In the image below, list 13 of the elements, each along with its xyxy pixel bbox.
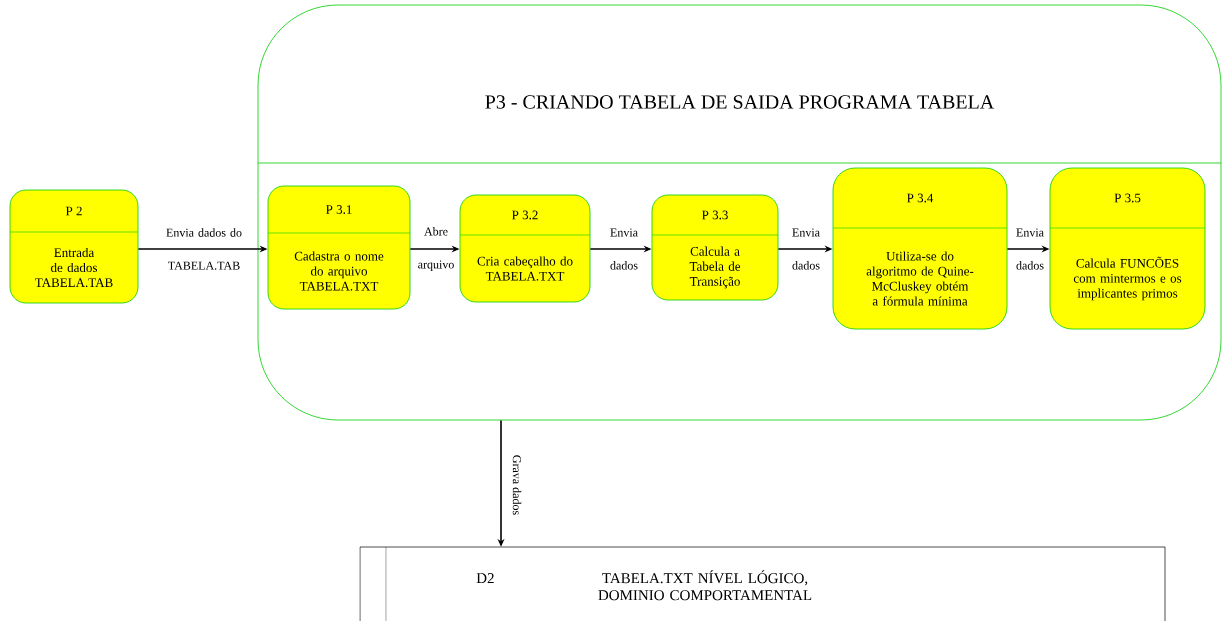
edge-label: Grava dados	[512, 455, 522, 515]
process-box: P 2 Entrada de dados TABELA.TAB	[9, 189, 139, 304]
process-box: P 3.1 Cadastra o nome do arquivo TABELA.TXT	[267, 185, 411, 310]
process-box: P 3.2 Cria cabeçalho do TABELA.TXT	[459, 194, 591, 303]
edge-label: Abre arquivo	[418, 227, 454, 271]
edge-label: Envia dados	[610, 228, 638, 270]
process-box: P 3.3 Calcula a Tabela de Transição	[651, 194, 779, 301]
edge-label: Envia dados	[1016, 228, 1044, 270]
edge-label: Envia dados do TABELA.TAB	[166, 228, 242, 270]
process-box: P 3.5 Calcula FUNCÕES com mintermos e os implicantes primos	[1049, 167, 1206, 330]
data-store: D2 TABELA.TXT NÍVEL LÓGICO, DOMINIO COMPORTAMENTAL	[359, 546, 1166, 622]
edge-label: Envia dados	[792, 228, 820, 270]
process-box: P 3.4 Utiliza-se do algoritmo de Quine-McCluskey obtém a fórmula mínima	[832, 167, 1008, 330]
